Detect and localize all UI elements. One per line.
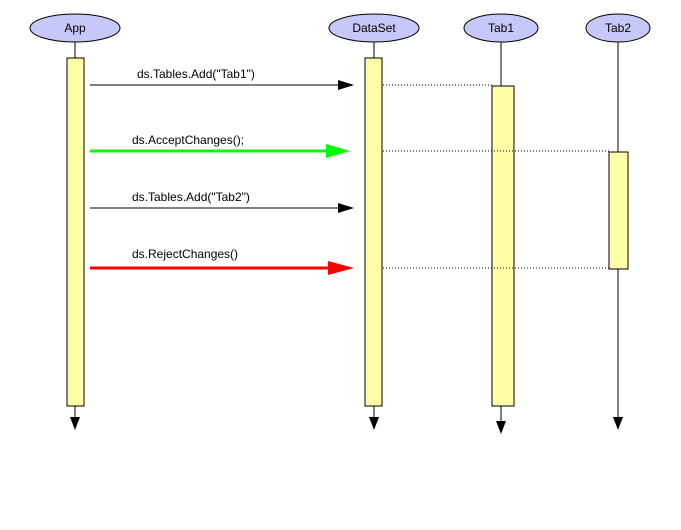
lifeline-end-arrow-tab2 — [613, 417, 623, 430]
lifeline-end-arrow-dataset — [369, 417, 379, 430]
message-add-tab1-arrowhead — [338, 80, 354, 90]
message-accept-changes-label: ds.AcceptChanges(); — [132, 133, 244, 147]
activation-tab1 — [491, 85, 515, 407]
message-add-tab2-label: ds.Tables.Add("Tab2") — [132, 190, 250, 204]
participant-tab2: Tab2 — [585, 13, 651, 43]
message-add-tab2: ds.Tables.Add("Tab2") — [90, 190, 354, 213]
participant-dataset-label: DataSet — [352, 21, 396, 35]
participant-app-label: App — [64, 21, 86, 35]
participant-tab1-label: Tab1 — [488, 21, 514, 35]
lifeline-end-arrow-app — [70, 417, 80, 430]
activation-app — [66, 57, 85, 407]
message-add-tab2-arrowhead — [338, 203, 354, 213]
participant-dataset: DataSet — [328, 13, 420, 43]
message-add-tab1: ds.Tables.Add("Tab1") — [90, 67, 492, 90]
message-reject-changes-label: ds.RejectChanges() — [132, 247, 238, 261]
participant-app: App — [29, 13, 121, 43]
message-reject-changes: ds.RejectChanges() — [90, 247, 609, 275]
participant-tab1: Tab1 — [463, 13, 539, 43]
message-accept-changes: ds.AcceptChanges(); — [90, 133, 609, 158]
activation-dataset — [364, 57, 383, 407]
message-reject-changes-arrowhead — [328, 261, 354, 275]
message-add-tab1-label: ds.Tables.Add("Tab1") — [137, 67, 255, 81]
activation-tab2 — [608, 151, 629, 270]
message-accept-changes-arrowhead — [326, 144, 350, 158]
lifeline-end-arrow-tab1 — [496, 421, 506, 434]
participant-tab2-label: Tab2 — [605, 21, 631, 35]
